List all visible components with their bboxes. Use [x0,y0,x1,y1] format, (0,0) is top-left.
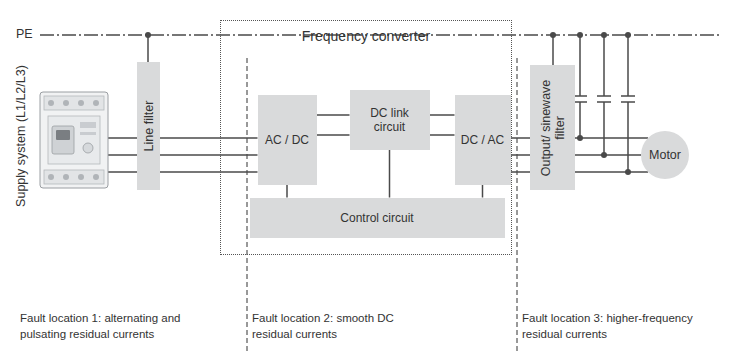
node-label: Control circuit [336,211,417,225]
wire-connector [389,150,391,198]
control-box: Control circuit [250,198,505,238]
frame-title: Frequency converter [221,28,511,44]
pe-wire [147,35,149,62]
capacitor-symbol [597,35,611,155]
motor-circle: Motor [641,131,689,179]
capacitor-symbol [621,35,635,172]
wire-connector [317,115,350,135]
wire-connector [430,115,455,135]
line-filter-box: Line filter [137,62,160,190]
node-label: Output/ sinewave filter [539,70,567,185]
wire-connector [575,138,648,172]
pe-label: PE [14,26,35,42]
rectifier-box: AC / DC [258,95,317,185]
rcd-device [40,92,108,188]
capacitor-symbol [573,35,587,138]
node-label: Motor [649,148,681,162]
fault-note: Fault location 2: smooth DC residual cur… [252,310,412,342]
wire-connector [511,138,531,172]
converter-frame: Frequency converter AC / DC DC link circui… [220,20,512,255]
inverter-box: DC / AC [455,95,511,185]
node-label: AC / DC [261,133,313,147]
node-label: DC link circuit [350,106,430,134]
output-filter-box: Output/ sinewave filter [530,65,575,190]
dc-link-box: DC link circuit [350,90,430,150]
node-label: DC / AC [457,133,508,147]
node-label: Line filter [142,67,156,185]
supply-lines [108,138,137,172]
supply-label: Supply system (L1/L2/L3) [13,36,29,236]
wire-connector [160,138,258,172]
wire-connector [482,185,484,198]
pe-wire [552,35,554,65]
fault-note: Fault location 3: higher-frequency resid… [522,310,694,342]
fault-divider [247,58,517,352]
wire-connector [286,185,288,198]
fault-note: Fault location 1: alternating and pulsat… [20,310,208,342]
